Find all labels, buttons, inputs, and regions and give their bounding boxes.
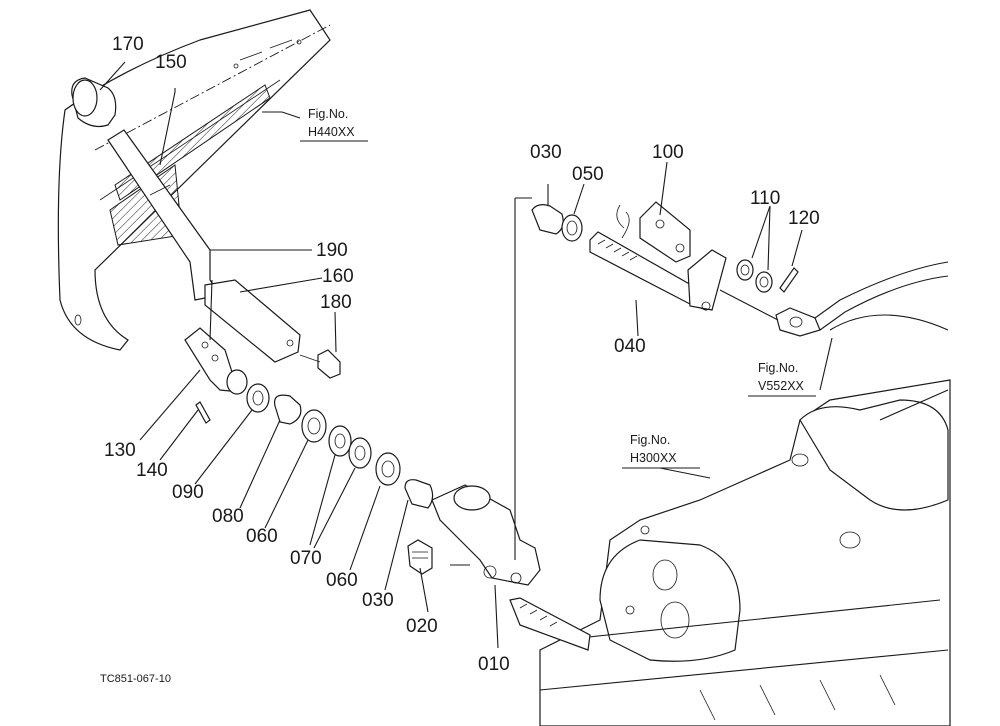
part-label-030-a: 030: [530, 142, 562, 163]
link-rod: [775, 261, 949, 337]
fig-ref-h440-number: H440XX: [308, 125, 355, 139]
part-label-050: 050: [572, 164, 604, 185]
shaft-040: [531, 204, 727, 311]
bolt-180: [299, 349, 341, 379]
bracket-100: [616, 201, 691, 263]
part-label-060-b: 060: [326, 570, 358, 591]
part-number-labels: 170 150 190 160 180 130 140 090 080 060 …: [104, 34, 820, 675]
drawing-code: TC851-067-10: [100, 673, 171, 685]
part-label-120: 120: [788, 208, 820, 229]
fig-ref-v552-number: V552XX: [758, 379, 805, 393]
fig-ref-h300-number: H300XX: [630, 451, 677, 465]
part-label-040: 040: [614, 336, 646, 357]
transmission-housing: [509, 314, 951, 726]
leader-lines: [99, 61, 833, 649]
washer-stack: [246, 383, 434, 509]
bolt-020: [407, 539, 433, 575]
part-label-110: 110: [750, 188, 780, 209]
cotter-pin-120: [779, 267, 799, 293]
part-label-130: 130: [104, 440, 136, 461]
fig-ref-h440-label: Fig.No.: [308, 107, 348, 121]
part-label-190: 190: [316, 240, 348, 261]
fig-ref-v552: Fig.No. V552XX: [748, 361, 816, 397]
fig-ref-h300-label: Fig.No.: [630, 433, 670, 447]
part-label-060-a: 060: [246, 526, 278, 547]
part-label-100: 100: [652, 142, 684, 163]
shift-lever: [107, 129, 301, 363]
fig-ref-v552-label: Fig.No.: [758, 361, 798, 375]
washers-110: [736, 259, 773, 293]
part-label-090: 090: [172, 482, 204, 503]
part-label-140: 140: [136, 460, 168, 481]
part-label-170: 170: [112, 34, 144, 55]
part-label-020: 020: [406, 616, 438, 637]
lever-arm-010: [431, 484, 541, 586]
fig-ref-h440: Fig.No. H440XX: [300, 107, 368, 142]
part-label-070: 070: [290, 548, 322, 569]
part-label-160: 160: [322, 266, 354, 287]
fig-ref-h300: Fig.No. H300XX: [622, 433, 700, 469]
lever-knob: [71, 77, 117, 128]
pin-140: [195, 401, 211, 424]
lever-guide-panel: [57, 9, 331, 351]
part-label-180: 180: [320, 292, 352, 313]
part-label-080: 080: [212, 506, 244, 527]
part-label-030-b: 030: [362, 590, 394, 611]
part-label-010: 010: [478, 654, 510, 675]
part-label-150: 150: [155, 52, 187, 73]
bracket-130: [184, 327, 248, 395]
